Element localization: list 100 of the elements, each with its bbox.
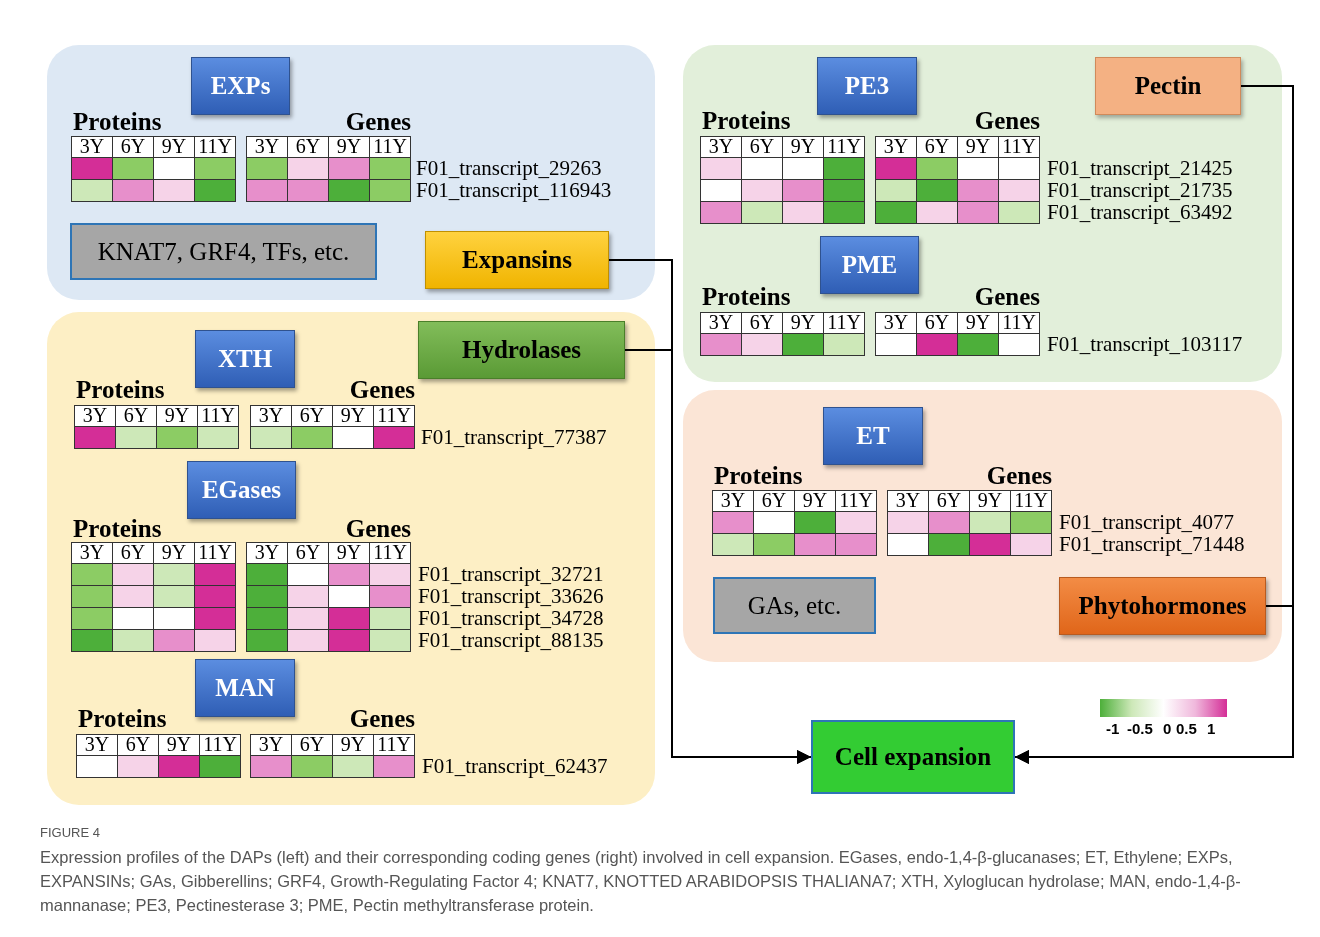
column-group-heading: Proteins — [73, 515, 162, 543]
column-header: 11Y — [823, 312, 865, 334]
connector-arrow — [1014, 605, 1294, 764]
column-header: 9Y — [957, 312, 999, 334]
column-group-heading: Genes — [344, 108, 411, 136]
column-group-heading: Proteins — [702, 283, 791, 311]
scale-value: 0 — [1163, 720, 1172, 737]
column-header: 3Y — [887, 490, 929, 512]
column-header: 6Y — [117, 734, 159, 756]
column-group-heading: Proteins — [702, 107, 791, 135]
column-header: 6Y — [112, 542, 154, 564]
column-header: 3Y — [76, 734, 118, 756]
column-header: 11Y — [373, 734, 415, 756]
column-header: 6Y — [291, 405, 333, 427]
column-header: 6Y — [928, 490, 970, 512]
transcript-label: F01_transcript_103117 — [1047, 332, 1243, 356]
column-header: 6Y — [291, 734, 333, 756]
note-box: GAs, etc. — [713, 577, 876, 634]
column-group-heading: Proteins — [78, 705, 167, 733]
transcript-label: F01_transcript_62437 — [422, 754, 608, 778]
column-header: 3Y — [71, 542, 113, 564]
column-group-heading: Proteins — [73, 108, 162, 136]
column-header: 9Y — [794, 490, 836, 512]
column-header: 11Y — [1010, 490, 1052, 512]
column-header: 3Y — [74, 405, 116, 427]
column-header: 3Y — [246, 136, 288, 158]
scale-value: -1 — [1106, 720, 1120, 737]
scale-value: 0.5 — [1176, 720, 1197, 737]
pathway-box: Pectin — [1095, 57, 1241, 115]
column-header: 6Y — [287, 542, 329, 564]
category-box: PME — [820, 236, 919, 294]
transcript-label: F01_transcript_32721 — [418, 562, 604, 586]
transcript-label: F01_transcript_29263 — [416, 156, 602, 180]
scale-value: -0.5 — [1127, 720, 1153, 737]
pathway-box: Hydrolases — [418, 321, 625, 379]
column-header: 9Y — [158, 734, 200, 756]
column-group-heading: Genes — [973, 283, 1040, 311]
column-header: 9Y — [332, 734, 374, 756]
column-header: 3Y — [250, 405, 292, 427]
color-scale-bar — [1100, 699, 1227, 717]
column-header: 9Y — [782, 136, 824, 158]
figure-caption: Expression profiles of the DAPs (left) and their corresponding coding genes (right) involved in cell expansion. EGases, endo-1,4-β-glucanases; ET, Ethylene; EXPs, EXPANSINs; GAs, Gibberellins; GRF4, Growth-Regulating Factor 4; KNAT7, KNOTTED ARABIDOPSIS THALIANA7; XTH, Xyloglucan hydrolase; MAN, endo-1,4-β-mannanase; PE3, Pectinesterase 3; PME, Pectin methyltransferase protein. — [40, 847, 1242, 916]
column-header: 11Y — [369, 136, 411, 158]
column-header: 9Y — [153, 542, 195, 564]
column-group-heading: Genes — [348, 705, 415, 733]
pathway-box: Expansins — [425, 231, 609, 289]
category-box: XTH — [195, 330, 295, 388]
column-header: 11Y — [197, 405, 239, 427]
column-group-heading: Proteins — [714, 462, 803, 490]
column-group-heading: Genes — [344, 515, 411, 543]
transcript-label: F01_transcript_77387 — [421, 425, 607, 449]
column-header: 11Y — [194, 136, 236, 158]
column-header: 6Y — [112, 136, 154, 158]
column-header: 9Y — [332, 405, 374, 427]
column-group-heading: Genes — [973, 107, 1040, 135]
column-header: 11Y — [373, 405, 415, 427]
column-header: 9Y — [153, 136, 195, 158]
column-header: 3Y — [250, 734, 292, 756]
transcript-label: F01_transcript_21425 — [1047, 156, 1233, 180]
column-header: 9Y — [782, 312, 824, 334]
column-header: 9Y — [328, 136, 370, 158]
column-header: 11Y — [194, 542, 236, 564]
column-header: 9Y — [156, 405, 198, 427]
pathway-box: Phytohormones — [1059, 577, 1266, 635]
column-header: 6Y — [916, 136, 958, 158]
scale-value: 1 — [1207, 720, 1216, 737]
category-box: MAN — [195, 659, 295, 717]
column-header: 6Y — [741, 136, 783, 158]
column-header: 11Y — [835, 490, 877, 512]
category-box: ET — [823, 407, 923, 465]
column-header: 3Y — [246, 542, 288, 564]
column-header: 9Y — [969, 490, 1011, 512]
figure-number: FIGURE 4 — [40, 825, 100, 840]
column-header: 3Y — [71, 136, 113, 158]
category-box: EXPs — [191, 57, 290, 115]
column-header: 11Y — [998, 312, 1040, 334]
column-header: 3Y — [700, 136, 742, 158]
category-box: PE3 — [817, 57, 917, 115]
column-header: 9Y — [328, 542, 370, 564]
column-group-heading: Genes — [985, 462, 1052, 490]
column-header: 3Y — [712, 490, 754, 512]
column-header: 6Y — [115, 405, 157, 427]
column-header: 3Y — [875, 312, 917, 334]
note-box: KNAT7, GRF4, TFs, etc. — [70, 223, 377, 280]
column-header: 6Y — [741, 312, 783, 334]
column-header: 9Y — [957, 136, 999, 158]
column-header: 3Y — [700, 312, 742, 334]
column-header: 6Y — [916, 312, 958, 334]
column-header: 6Y — [753, 490, 795, 512]
column-header: 11Y — [998, 136, 1040, 158]
column-header: 11Y — [369, 542, 411, 564]
column-header: 11Y — [823, 136, 865, 158]
outcome-box: Cell expansion — [811, 720, 1015, 794]
column-header: 3Y — [875, 136, 917, 158]
transcript-label: F01_transcript_4077 — [1059, 510, 1234, 534]
column-group-heading: Genes — [348, 376, 415, 404]
column-header: 11Y — [199, 734, 241, 756]
column-header: 6Y — [287, 136, 329, 158]
category-box: EGases — [187, 461, 296, 519]
column-group-heading: Proteins — [76, 376, 165, 404]
